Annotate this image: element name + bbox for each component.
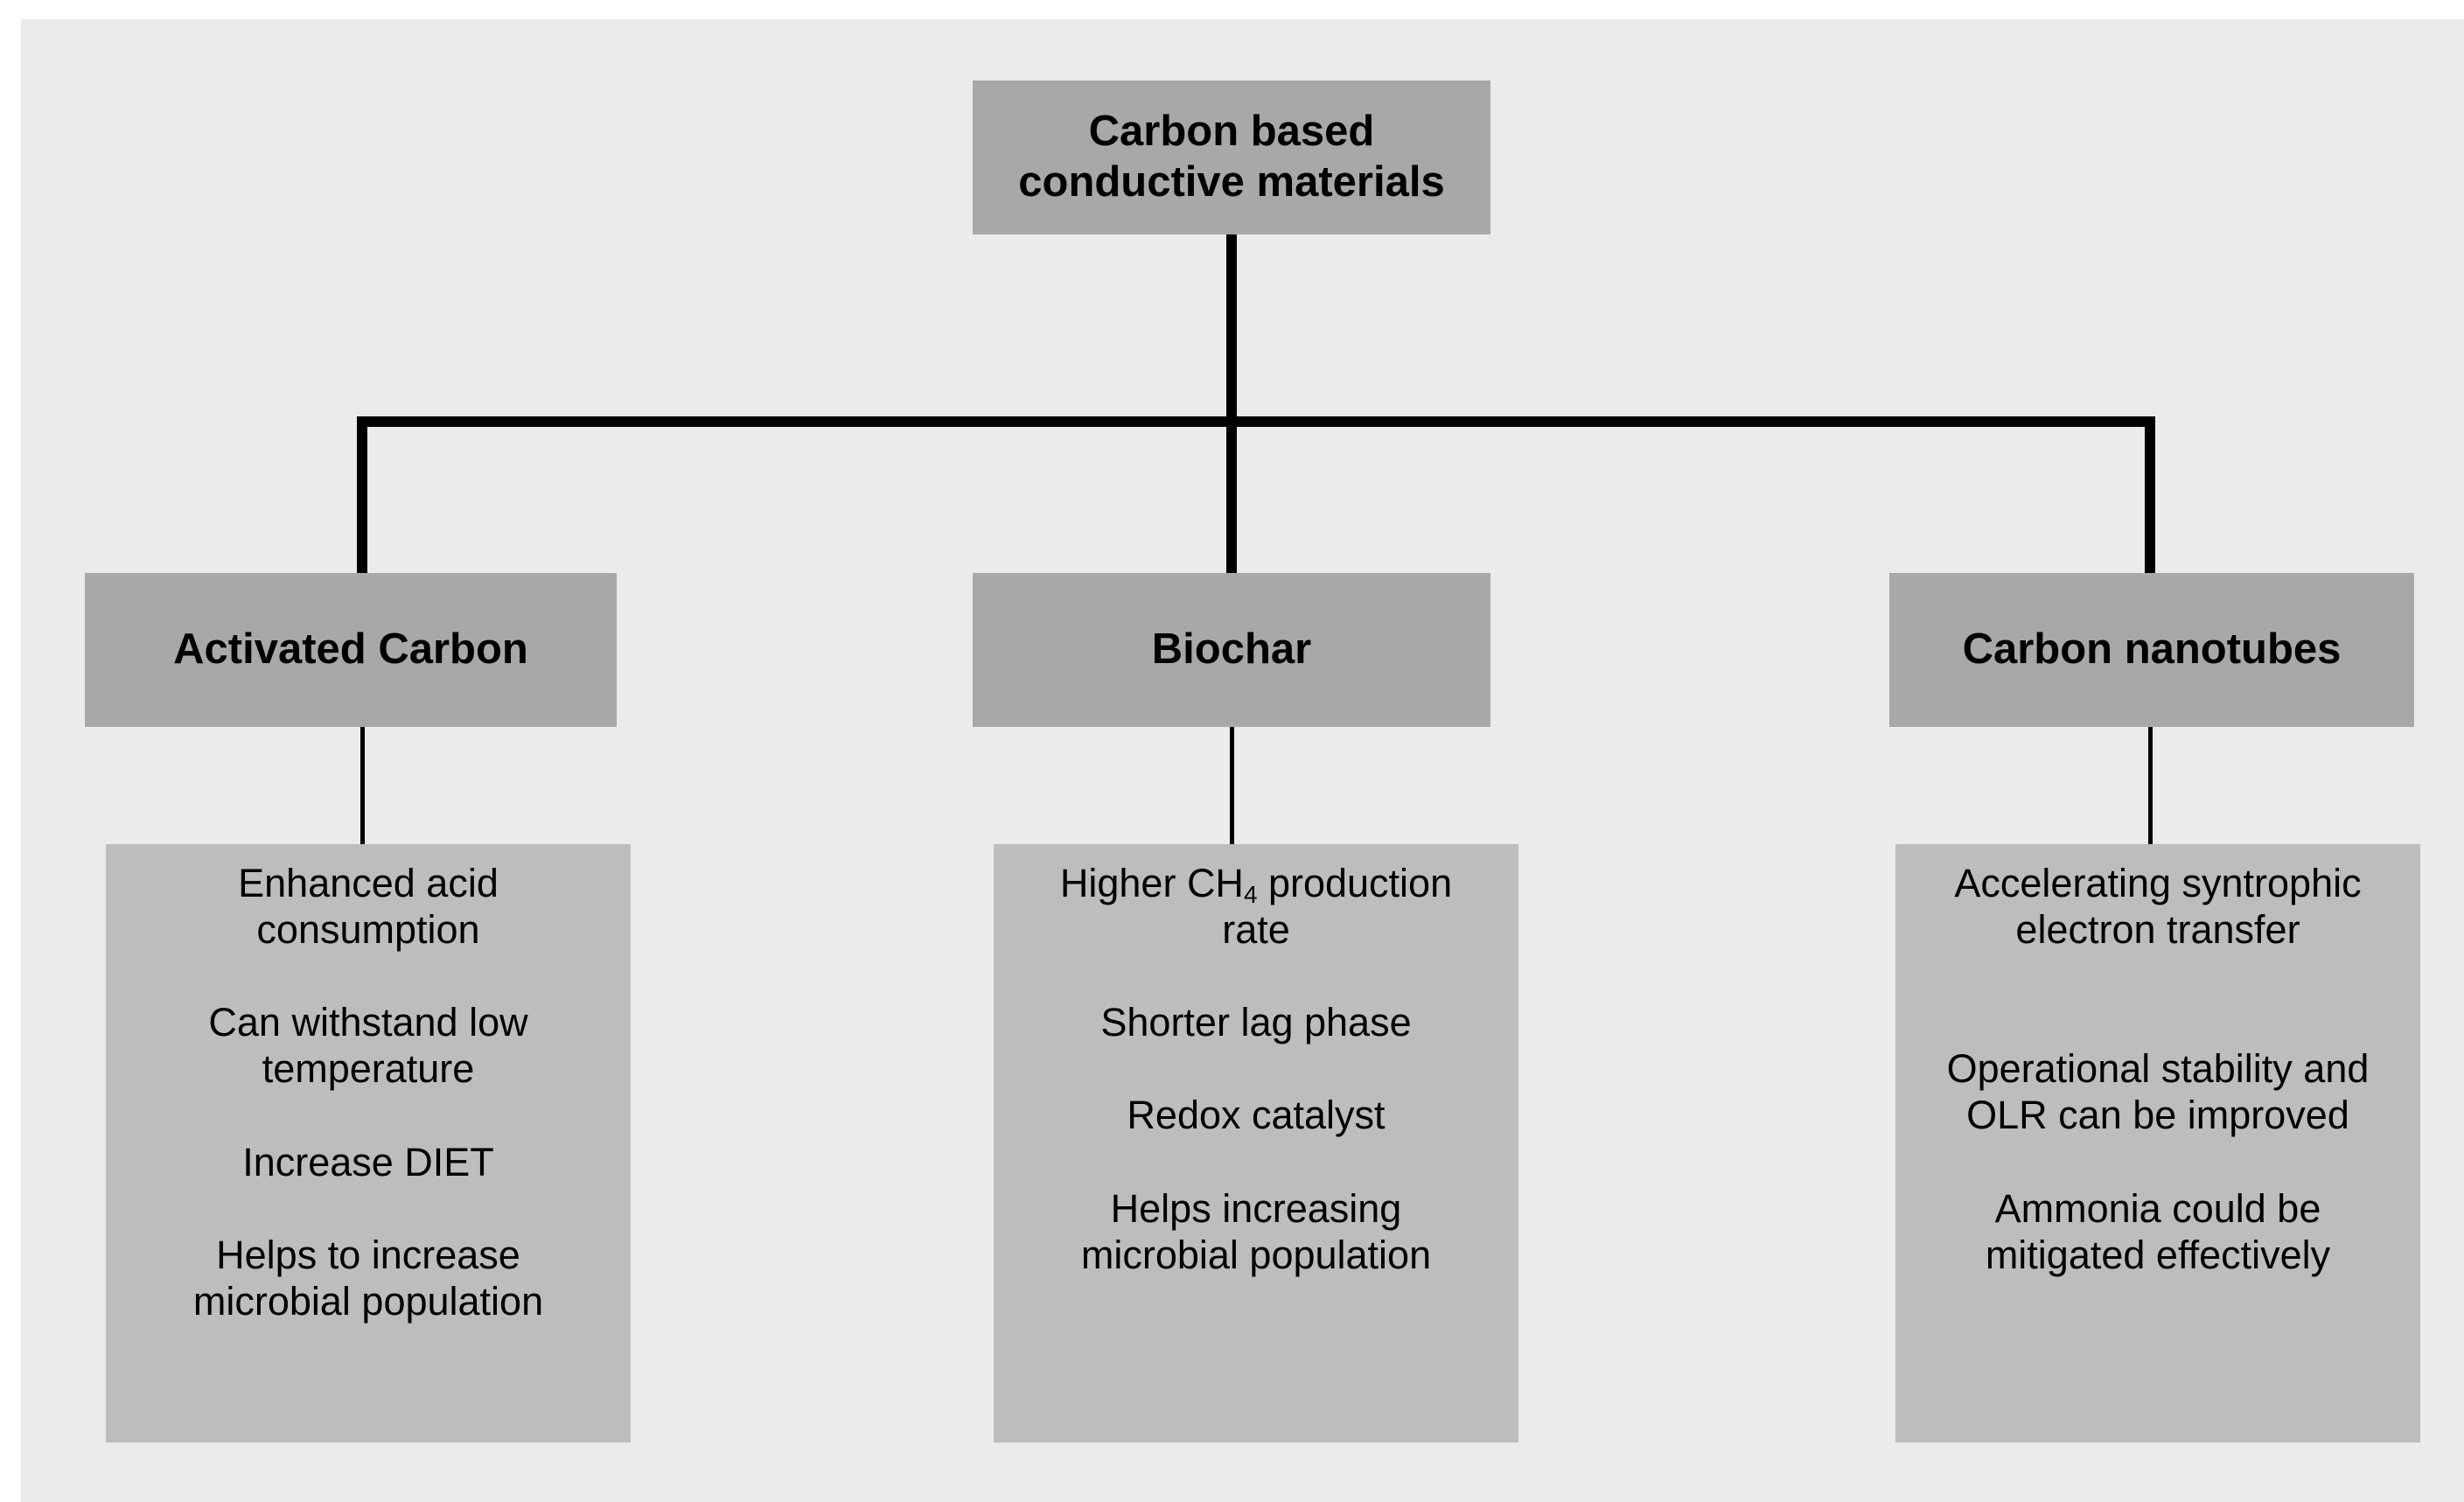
detail-ac-item4-line2: microbial population bbox=[192, 1278, 544, 1324]
connector-biochar-to-details bbox=[1230, 724, 1234, 847]
detail-ac-spacer-1 bbox=[106, 953, 631, 999]
detail-cnt-item3-line2: mitigated effectively bbox=[1985, 1232, 2331, 1277]
detail-ac-spacer-2 bbox=[106, 1092, 631, 1138]
node-carbon-nanotubes-label: Carbon nanotubes bbox=[1962, 625, 2342, 674]
connector-drop-activated-carbon bbox=[357, 416, 367, 579]
detail-bc-item3-line1: Redox catalyst bbox=[1127, 1093, 1386, 1138]
detail-cnt-spacer-2 bbox=[1895, 1139, 2420, 1185]
detail-bc-spacer-1 bbox=[994, 953, 1518, 999]
connector-carbon-nanotubes-to-details bbox=[2148, 724, 2153, 847]
detail-bc-item1-line2: rate bbox=[1222, 907, 1290, 953]
detail-cnt-spacer-1 bbox=[1895, 953, 2420, 999]
node-activated-carbon[interactable]: Activated Carbon bbox=[85, 573, 617, 727]
detail-box-activated-carbon[interactable]: Enhanced acid consumption Can withstand … bbox=[106, 844, 631, 1443]
node-activated-carbon-label: Activated Carbon bbox=[173, 625, 528, 674]
node-biochar-label: Biochar bbox=[1151, 625, 1312, 674]
detail-bc-item4-line1: Helps increasing bbox=[1110, 1185, 1402, 1231]
node-carbon-nanotubes[interactable]: Carbon nanotubes bbox=[1889, 573, 2414, 727]
detail-ac-item2-line1: Can withstand low bbox=[208, 1000, 528, 1045]
detail-bc-item1-text-a: Higher CH bbox=[1059, 861, 1244, 905]
detail-bc-item1-text-b: production bbox=[1257, 861, 1453, 905]
diagram-canvas: Carbon based conductive materials Activa… bbox=[21, 19, 2464, 1502]
subscript-4: 4 bbox=[1243, 881, 1258, 909]
detail-bc-item1-line1: Higher CH4 production bbox=[994, 860, 1518, 909]
detail-cnt-item2-line2: OLR can be improved bbox=[1966, 1093, 2349, 1138]
detail-ac-item1-line2: consumption bbox=[256, 907, 480, 953]
detail-ac-item2-line2: temperature bbox=[262, 1046, 475, 1092]
detail-cnt-spacer-1b bbox=[1895, 999, 2420, 1045]
detail-box-biochar[interactable]: Higher CH4 production rate Shorter lag p… bbox=[994, 844, 1518, 1443]
root-title-line-2: conductive materials bbox=[1018, 158, 1445, 206]
detail-ac-spacer-3 bbox=[106, 1185, 631, 1232]
node-biochar[interactable]: Biochar bbox=[973, 573, 1490, 727]
connector-root-stem bbox=[1226, 234, 1237, 427]
connector-drop-carbon-nanotubes bbox=[2145, 416, 2155, 579]
connector-drop-biochar bbox=[1226, 416, 1237, 579]
connector-horizontal-bus bbox=[357, 416, 2155, 427]
detail-bc-item2-line1: Shorter lag phase bbox=[1100, 1000, 1412, 1045]
root-title-line-1: Carbon based bbox=[1088, 108, 1375, 156]
detail-cnt-item2-line1: Operational stability and bbox=[1946, 1046, 2370, 1092]
detail-cnt-item3-line1: Ammonia could be bbox=[1994, 1185, 2321, 1231]
detail-ac-item4-line1: Helps to increase bbox=[216, 1232, 520, 1277]
detail-cnt-item1-line2: electron transfer bbox=[2015, 907, 2300, 953]
detail-box-carbon-nanotubes[interactable]: Accelerating syntrophic electron transfe… bbox=[1895, 844, 2420, 1443]
detail-bc-item4-line2: microbial population bbox=[1080, 1232, 1432, 1277]
detail-bc-spacer-3 bbox=[994, 1139, 1518, 1185]
connector-activated-carbon-to-details bbox=[360, 724, 365, 847]
detail-ac-item1-line1: Enhanced acid bbox=[238, 861, 499, 905]
node-root-carbon-based-conductive-materials[interactable]: Carbon based conductive materials bbox=[973, 80, 1490, 234]
detail-bc-spacer-2 bbox=[994, 1045, 1518, 1092]
detail-ac-item3-line1: Increase DIET bbox=[242, 1139, 494, 1184]
detail-cnt-item1-line1: Accelerating syntrophic bbox=[1954, 861, 2362, 905]
